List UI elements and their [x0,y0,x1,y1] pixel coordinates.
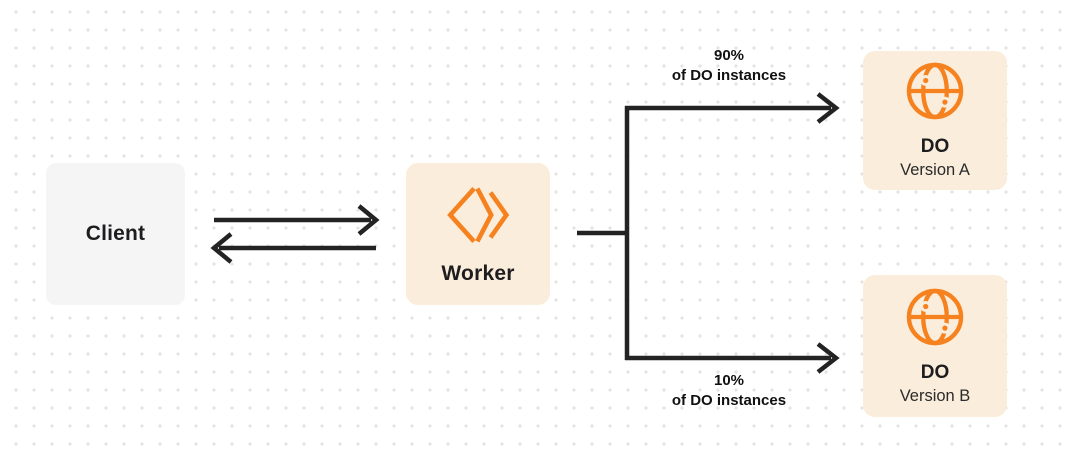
arrowhead-right-icon [816,342,840,374]
do-b-title: DO [920,361,950,383]
cloudflare-workers-logo-icon [447,187,510,243]
top-branch-caption: of DO instances [671,67,787,84]
do-version-b-node: DO Version B [863,275,1007,417]
top-branch-percent: 90% [713,47,745,64]
arrowhead-right-icon [357,204,380,236]
top-branch-label: 90% of DO instances [619,46,839,86]
do-a-subtitle: Version A [900,161,970,179]
arrowhead-left-icon [210,232,233,264]
do-version-a-node: DO Version A [863,51,1007,190]
client-node: Client [46,163,185,305]
do-a-title: DO [920,136,950,157]
arrowhead-right-icon [816,92,840,124]
globe-icon [906,62,964,120]
worker-node: Worker [406,163,550,305]
do-b-subtitle: Version B [899,386,971,405]
worker-label: Worker [441,262,515,285]
globe-icon [906,288,964,345]
bottom-branch-label: 10% of DO instances [619,371,839,411]
bottom-branch-percent: 10% [713,372,745,389]
bottom-branch-caption: of DO instances [671,392,787,409]
client-label: Client [85,222,146,245]
